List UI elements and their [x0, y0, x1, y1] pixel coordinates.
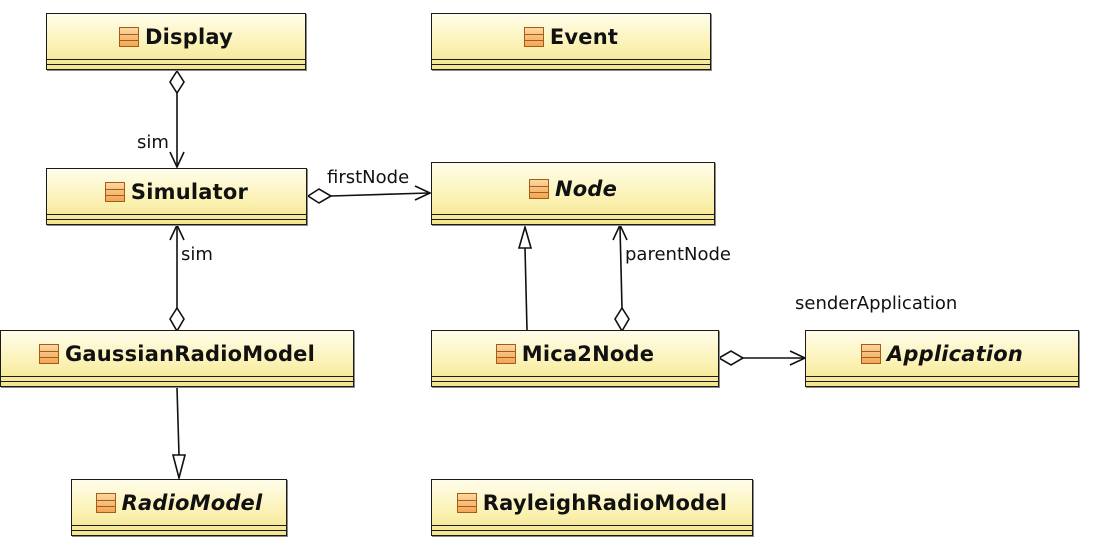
role-label-firstnode: firstNode — [327, 167, 410, 188]
aggregation-mica2node-application[interactable] — [717, 350, 807, 366]
attribute-compartment-divider — [47, 59, 305, 60]
class-event[interactable]: Event — [431, 13, 711, 70]
aggregation-mica2node-node[interactable] — [612, 223, 630, 333]
class-radiomodel[interactable]: RadioModel — [71, 479, 287, 536]
class-name: Mica2Node — [521, 341, 655, 366]
class-icon — [860, 343, 881, 364]
class-gaussianradiomodel[interactable]: GaussianRadioModel — [0, 330, 354, 387]
operation-compartment-divider — [1, 381, 353, 382]
operation-compartment-divider — [432, 219, 714, 220]
class-icon — [523, 26, 544, 47]
class-icon — [119, 26, 139, 47]
class-name: Display — [145, 24, 233, 49]
attribute-compartment-divider — [806, 376, 1078, 377]
attribute-compartment-divider — [432, 59, 710, 60]
role-label-sim-display: sim — [137, 132, 169, 153]
attribute-compartment-divider — [1, 376, 353, 377]
operation-compartment-divider — [806, 381, 1078, 382]
class-display[interactable]: Display — [46, 13, 306, 70]
aggregation-simulator-node[interactable] — [306, 185, 432, 204]
role-label-sim-gaussian: sim — [181, 244, 213, 265]
role-label-senderapplication: senderApplication — [795, 293, 958, 314]
class-icon — [456, 492, 477, 513]
class-name: Event — [549, 24, 619, 49]
role-label-parentnode: parentNode — [625, 244, 731, 265]
class-name: Simulator — [130, 179, 249, 204]
class-icon — [38, 343, 59, 364]
class-name: RayleighRadioModel — [482, 490, 728, 515]
class-name: Application — [886, 341, 1024, 366]
class-icon — [495, 343, 516, 364]
operation-compartment-divider — [72, 530, 286, 531]
attribute-compartment-divider — [432, 376, 718, 377]
class-node[interactable]: Node — [431, 162, 715, 225]
class-name: RadioModel — [121, 490, 263, 515]
operation-compartment-divider — [432, 64, 710, 65]
attribute-compartment-divider — [432, 525, 752, 526]
class-icon — [95, 492, 116, 513]
aggregation-display-simulator[interactable] — [169, 69, 185, 169]
class-name: Node — [554, 176, 618, 201]
generalization-mica2node-node[interactable] — [517, 224, 533, 331]
class-application[interactable]: Application — [805, 330, 1079, 387]
class-simulator[interactable]: Simulator — [46, 168, 307, 225]
attribute-compartment-divider — [72, 525, 286, 526]
generalization-gaussian-radiomodel[interactable] — [171, 387, 187, 482]
operation-compartment-divider — [47, 219, 306, 220]
aggregation-gaussian-simulator[interactable] — [169, 223, 185, 333]
operation-compartment-divider — [432, 381, 718, 382]
class-name: GaussianRadioModel — [64, 341, 316, 366]
class-icon — [104, 181, 125, 202]
attribute-compartment-divider — [432, 214, 714, 215]
class-rayleighradiomodel[interactable]: RayleighRadioModel — [431, 479, 753, 536]
class-icon — [528, 178, 549, 199]
operation-compartment-divider — [432, 530, 752, 531]
operation-compartment-divider — [47, 64, 305, 65]
class-mica2node[interactable]: Mica2Node — [431, 330, 719, 387]
attribute-compartment-divider — [47, 214, 306, 215]
